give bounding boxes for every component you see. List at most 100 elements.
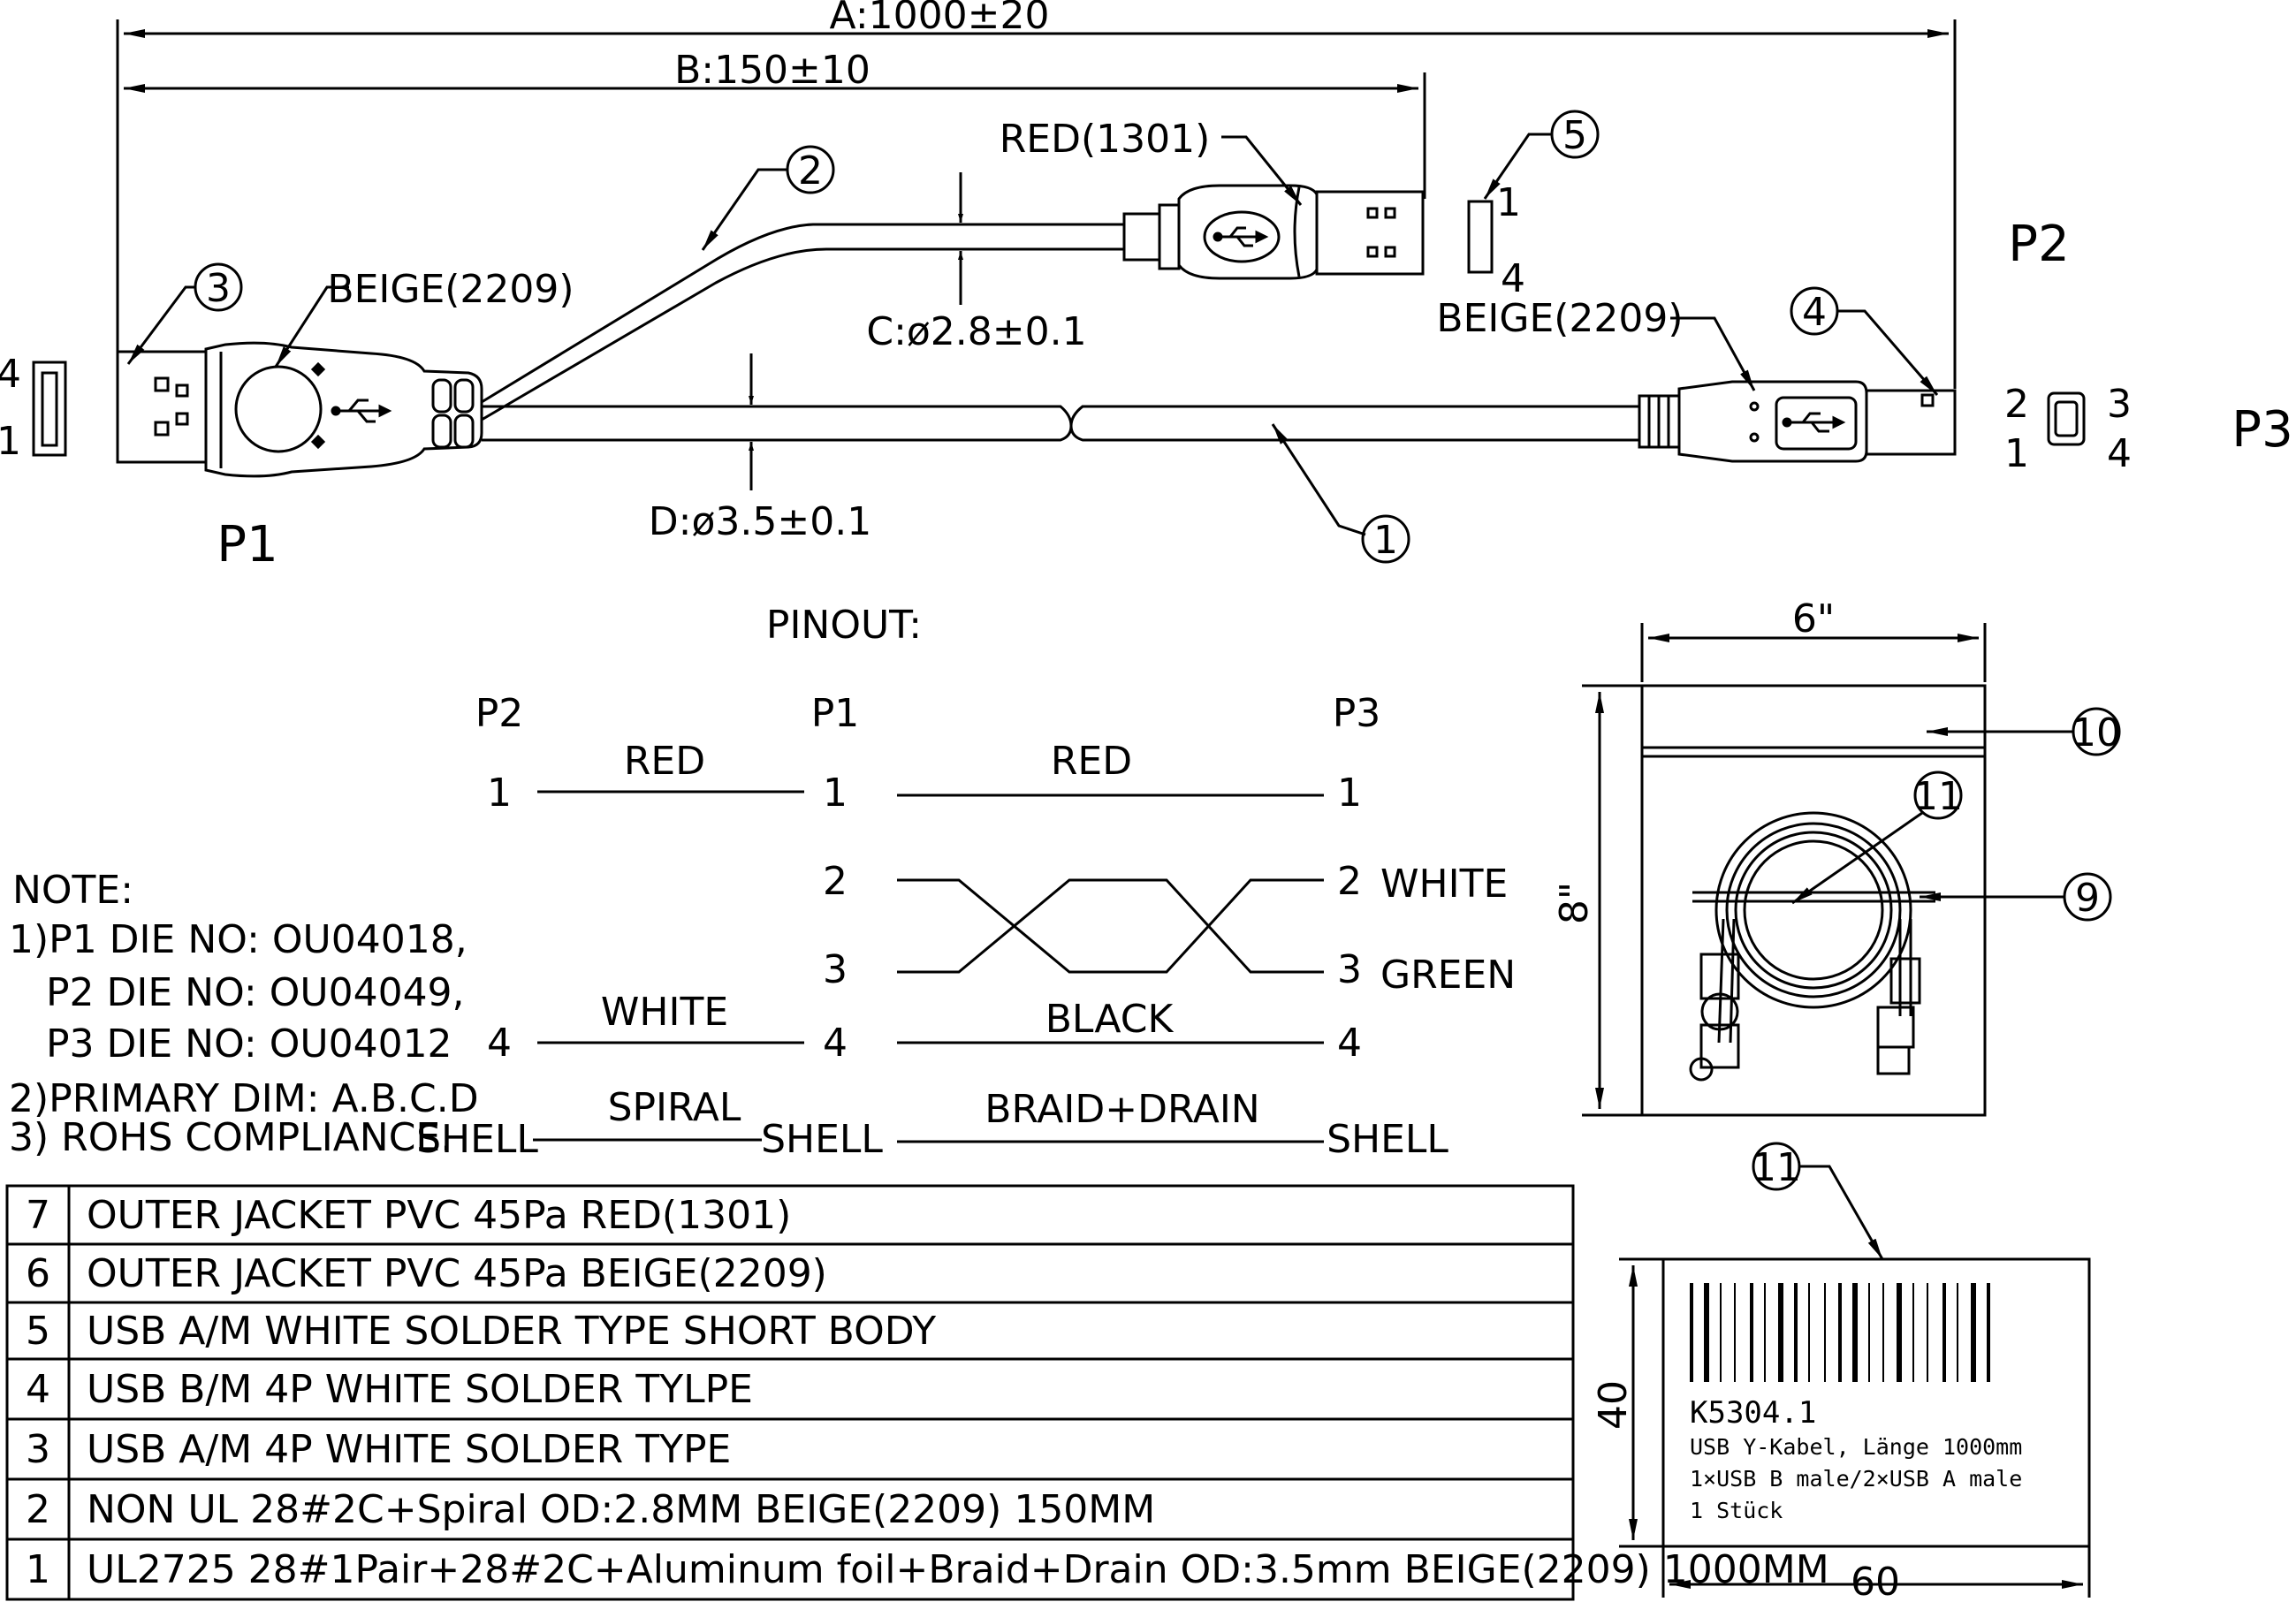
balloon-11-label: 11: [1752, 1142, 1884, 1260]
p1-pin-4: 4: [0, 352, 21, 397]
balloon-10: 10: [1927, 707, 2121, 756]
balloon-1: 1: [1271, 423, 1410, 564]
barcode-bar: [1912, 1283, 1914, 1382]
bom-item-number: 4: [26, 1367, 50, 1412]
balloon-9: 9: [1920, 872, 2112, 922]
p3-pin2-color: WHITE: [1380, 862, 1508, 907]
barcode-bar: [1971, 1283, 1976, 1382]
barcode-bar: [1704, 1283, 1709, 1382]
p3-pin-1: 1: [2004, 431, 2029, 476]
label-line-2: 1×USB B male/2×USB A male: [1690, 1466, 2022, 1492]
notes-title: NOTE:: [12, 868, 133, 913]
svg-text:1: 1: [1373, 518, 1398, 563]
p1-pin-row-2: 2: [823, 859, 848, 904]
note-line-5: 3) ROHS COMPLIANCE.: [9, 1115, 452, 1160]
barcode-bar: [1868, 1283, 1870, 1382]
p2-connector: [1122, 184, 1425, 280]
p3-label: P3: [2231, 401, 2292, 459]
balloon-4: 4: [1790, 286, 1939, 396]
barcode-bar: [1750, 1283, 1753, 1382]
balloon-5: 5: [1483, 110, 1600, 200]
p2-face-view: 1 4: [1467, 180, 1525, 301]
pinout-header-p2: P2: [475, 691, 524, 736]
barcode: [1690, 1283, 1990, 1382]
callout-beige-p1: BEIGE(2209): [274, 267, 574, 368]
p3-pin-row-shell: SHELL: [1327, 1117, 1448, 1162]
barcode-bar: [1897, 1283, 1902, 1382]
callout-red: RED(1301): [1000, 117, 1303, 206]
p1-pin-1: 1: [0, 419, 21, 464]
bom-item-description: USB A/M WHITE SOLDER TYPE SHORT BODY: [87, 1309, 936, 1354]
p2-pin-1: 1: [1496, 180, 1521, 225]
barcode-bar: [1690, 1283, 1693, 1382]
barcode-bar: [1720, 1283, 1722, 1382]
p2-pin-row-shell: SHELL: [416, 1117, 538, 1162]
dimension-a-label: A:1000±20: [830, 0, 1050, 38]
barcode-bar: [1882, 1283, 1884, 1382]
bom-rows: 7 OUTER JACKET PVC 45Pa RED(1301) 6 OUTER J…: [26, 1193, 1829, 1592]
p2-label: P2: [2008, 216, 2069, 273]
wire-right-1: RED: [1051, 739, 1132, 784]
bom-item-number: 1: [26, 1547, 50, 1592]
bom-item-description: NON UL 28#2C+Spiral OD:2.8MM BEIGE(2209)…: [87, 1487, 1155, 1532]
barcode-bar: [1778, 1283, 1783, 1382]
bom-item-number: 6: [26, 1251, 50, 1296]
wire-right-4: BLACK: [1045, 997, 1175, 1042]
barcode-bar: [1927, 1283, 1928, 1382]
barcode-bar: [1764, 1283, 1766, 1382]
label-width-dim: 60: [1851, 1560, 1900, 1602]
p1-pin-row-shell: SHELL: [761, 1117, 883, 1162]
notes: NOTE: 1)P1 DIE NO: OU04018, P2 DIE NO: O…: [9, 868, 479, 1160]
p3-face-view: 2 3 1 4: [2004, 382, 2132, 476]
label-line-1: USB Y-Kabel, Länge 1000mm: [1690, 1434, 2022, 1460]
bom-item-number: 7: [26, 1193, 50, 1238]
bom-item-description: UL2725 28#1Pair+28#2C+Aluminum foil+Brai…: [87, 1547, 1829, 1592]
p1-pin-row-3: 3: [823, 947, 848, 992]
p3-pin-2: 2: [2004, 382, 2029, 427]
beige-p3-label: BEIGE(2209): [1436, 296, 1683, 341]
product-label: 40 60 K5304.1 USB Y-Kabel, Länge 1000mm …: [1591, 1257, 2091, 1602]
balloon-11-bag: 11: [1791, 771, 1963, 905]
dimension-b: B:150±10: [124, 48, 1426, 199]
bom-item-description: OUTER JACKET PVC 45Pa RED(1301): [87, 1193, 791, 1238]
main-cable: [482, 405, 1641, 442]
note-line-3: P3 DIE NO: OU04012: [46, 1021, 452, 1067]
dimension-d-label: D:ø3.5±0.1: [649, 499, 871, 544]
p3-pin-row-2: 2: [1337, 859, 1362, 904]
p3-pin-3: 3: [2107, 382, 2132, 427]
barcode-bar: [1794, 1283, 1798, 1382]
svg-text:11: 11: [1752, 1145, 1801, 1190]
wire-left-shell: SPIRAL: [608, 1085, 741, 1130]
branch-cable: [481, 223, 1124, 421]
svg-text:9: 9: [2075, 876, 2100, 921]
p3-connector: [1638, 380, 1957, 463]
pinout-header-p1: P1: [811, 691, 860, 736]
barcode-bar: [1734, 1283, 1736, 1382]
bom-item-description: USB A/M 4P WHITE SOLDER TYPE: [87, 1427, 731, 1472]
balloon-2: 2: [701, 145, 835, 251]
p2-pin-row-1: 1: [487, 771, 512, 816]
bom-item-number: 2: [26, 1487, 50, 1532]
svg-text:3: 3: [206, 266, 231, 311]
wire-left-1: RED: [624, 739, 705, 784]
bag-height-label: 8": [1552, 882, 1597, 924]
p2-pin-4: 4: [1501, 256, 1525, 301]
p1-label: P1: [217, 516, 277, 573]
label-line-3: 1 Stück: [1690, 1498, 1783, 1523]
label-code: K5304.1: [1690, 1395, 1816, 1431]
svg-text:2: 2: [798, 148, 823, 194]
label-height-dim: 40: [1591, 1380, 1636, 1430]
barcode-bar: [1852, 1283, 1858, 1382]
svg-text:5: 5: [1562, 113, 1587, 158]
barcode-bar: [1808, 1283, 1810, 1382]
p1-pin-row-1: 1: [823, 771, 848, 816]
p3-pin-row-3: 3: [1337, 947, 1362, 992]
red-1301-label: RED(1301): [1000, 117, 1211, 162]
callout-beige-p3: BEIGE(2209): [1436, 296, 1756, 391]
bom-table: [5, 1184, 1575, 1601]
bag-width-label: 6": [1792, 596, 1835, 642]
barcode-bar: [1838, 1283, 1842, 1382]
bom-item-description: OUTER JACKET PVC 45Pa BEIGE(2209): [87, 1251, 827, 1296]
p1-connector: [116, 341, 483, 478]
